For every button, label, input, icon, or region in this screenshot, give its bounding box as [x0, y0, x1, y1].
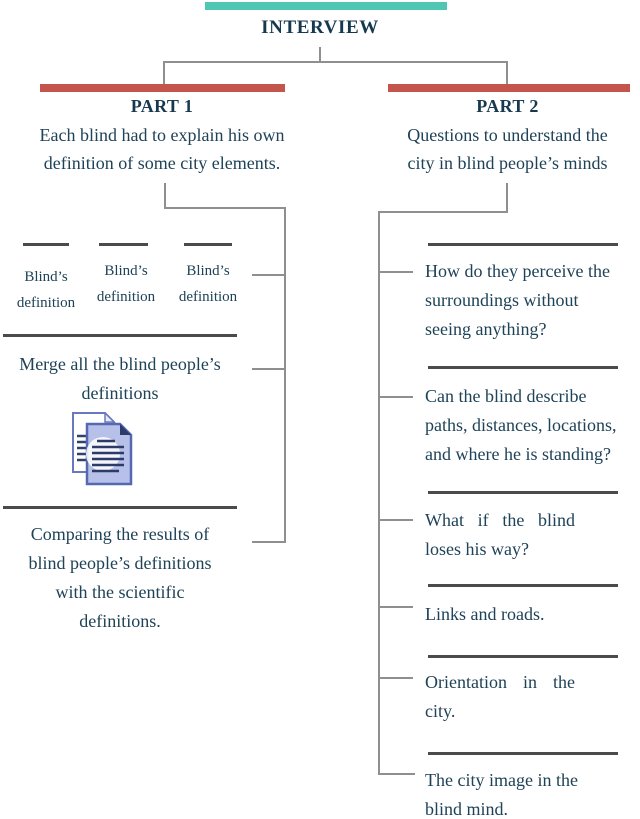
connector-title-stub: [319, 47, 321, 62]
blind-definition-underline: [23, 243, 69, 246]
part1-divider-compare: [3, 506, 237, 509]
part1-heading: PART 1: [130, 96, 194, 116]
part2-divider: [428, 584, 618, 587]
part2-accent-bar: [388, 84, 630, 92]
blind-definition-underline: [184, 243, 232, 246]
part2-divider: [428, 752, 618, 755]
title-accent-bar: [205, 2, 447, 10]
blind-definition-underline: [99, 243, 148, 246]
part2-question: Orientation in the city.: [425, 672, 575, 721]
part2-question: How do they perceive the surroundings wi…: [425, 261, 610, 339]
part1-tick-compare: [252, 541, 286, 543]
part2-heading: PART 2: [476, 96, 539, 116]
part2-divider: [428, 655, 618, 658]
part2-description: Questions to understand the city in blin…: [407, 125, 608, 173]
diagram-title: INTERVIEW: [261, 17, 379, 38]
blind-definition-item: Blind’s definition: [178, 263, 238, 305]
part2-bracket-top: [378, 211, 508, 213]
part2-divider: [428, 243, 618, 246]
part2-bracket-stub: [506, 183, 508, 213]
part1-bracket-top: [164, 207, 286, 209]
part2-question: Links and roads.: [425, 604, 545, 624]
part1-divider-merge: [3, 334, 237, 337]
part1-accent-bar: [40, 84, 285, 92]
blind-definition-item: Blind’s definition: [96, 263, 156, 305]
part2-tick-question-5: [378, 677, 413, 679]
part1-compare-step: Comparing the results of blind people’s …: [28, 524, 212, 631]
part1-description: Each blind had to explain his own defini…: [39, 125, 285, 173]
part2-tick-question-6: [378, 773, 415, 775]
part2-divider: [428, 366, 618, 369]
part2-question: Can the blind describe paths, distances,…: [425, 386, 617, 464]
part2-divider: [428, 491, 618, 494]
part2-tick-question-1: [378, 271, 413, 273]
part2-question: What if the blind loses his way?: [425, 510, 575, 559]
blind-definition-item: Blind’s definition: [16, 269, 76, 311]
part1-bracket-stub: [164, 183, 166, 209]
part1-bracket-spine: [284, 207, 286, 543]
documents-icon: [72, 412, 133, 486]
part2-tick-question-2: [378, 396, 413, 398]
part1-tick-definitions: [252, 274, 285, 276]
connector-top-horizontal: [163, 61, 508, 63]
connector-top-left-drop: [163, 61, 165, 86]
part2-question: The city image in the blind mind.: [425, 770, 578, 819]
part2-bracket-spine: [378, 211, 380, 775]
part1-tick-merge: [252, 368, 285, 370]
part2-tick-question-3: [378, 519, 413, 521]
part1-merge-step: Merge all the blind people’s definitions: [19, 354, 221, 403]
part2-tick-question-4: [378, 606, 413, 608]
connector-top-right-drop: [506, 61, 508, 86]
